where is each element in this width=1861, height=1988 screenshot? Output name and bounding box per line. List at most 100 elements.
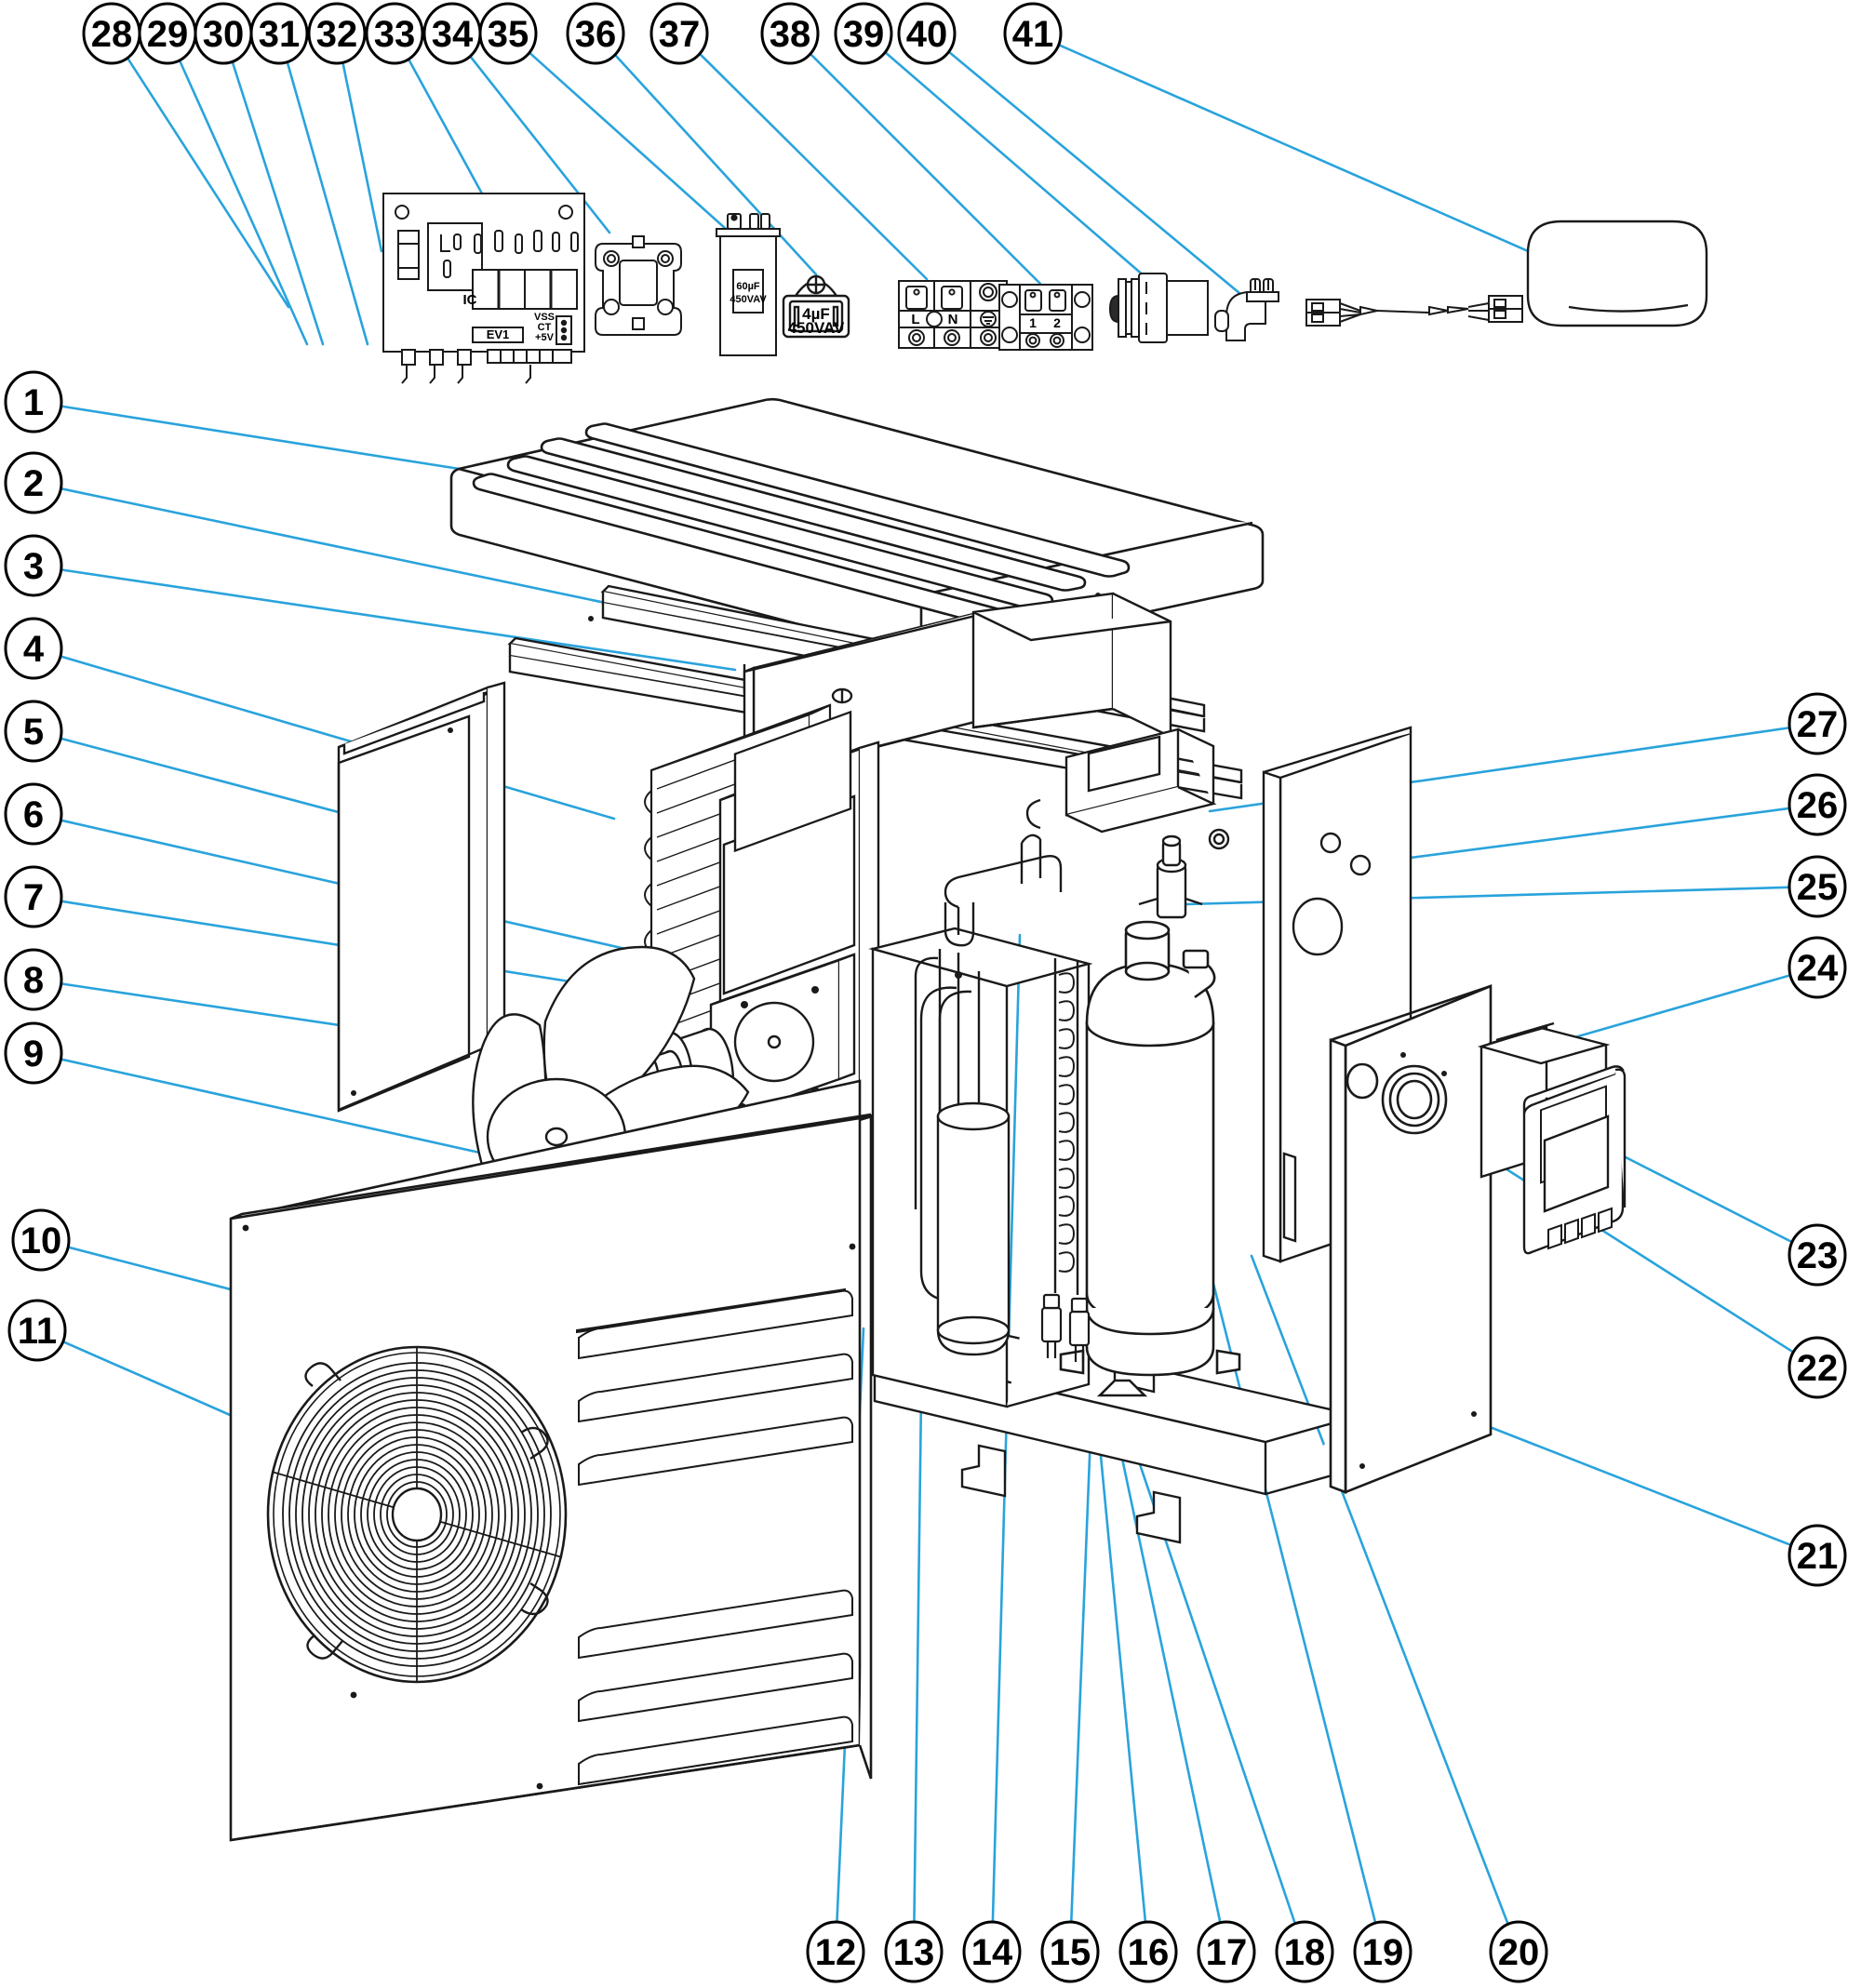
callout-ring-13 — [884, 1920, 944, 1983]
callout-3[interactable]: 3 — [4, 534, 63, 597]
leader-34 — [469, 55, 611, 234]
callout-label-9: 9 — [23, 1034, 44, 1074]
callout-label-16: 16 — [1128, 1932, 1170, 1973]
callout-9[interactable]: 9 — [4, 1021, 63, 1085]
callout-16[interactable]: 16 — [1118, 1920, 1178, 1983]
terminal-2-label: 2 — [1053, 315, 1061, 330]
callout-label-25: 25 — [1797, 867, 1839, 908]
callout-ring-11 — [7, 1299, 67, 1362]
callout-label-37: 37 — [659, 14, 701, 55]
leader-38 — [810, 53, 1042, 286]
callout-14[interactable]: 14 — [962, 1920, 1022, 1983]
callout-17[interactable]: 17 — [1197, 1920, 1256, 1983]
callout-ring-37 — [649, 2, 709, 65]
callout-21[interactable]: 21 — [1787, 1524, 1847, 1587]
part-top-cover-panel — [449, 397, 1265, 717]
pcb-ic-label: IC — [463, 292, 477, 308]
part-run-capacitor — [716, 213, 781, 356]
callout-10[interactable]: 10 — [11, 1208, 71, 1272]
callout-ring-3 — [4, 534, 63, 597]
callout-label-15: 15 — [1050, 1932, 1091, 1973]
callout-36[interactable]: 36 — [566, 2, 625, 65]
callout-22[interactable]: 22 — [1787, 1336, 1847, 1399]
leader-32 — [341, 61, 383, 253]
callout-29[interactable]: 29 — [138, 2, 197, 65]
callout-8[interactable]: 8 — [4, 948, 63, 1011]
callout-label-12: 12 — [815, 1932, 857, 1973]
callout-4[interactable]: 4 — [4, 617, 63, 680]
pcb-ct-label: CT — [538, 322, 552, 333]
callout-ring-8 — [4, 948, 63, 1011]
run-capacitor-value: 60µF — [736, 281, 760, 292]
callout-30[interactable]: 30 — [194, 2, 253, 65]
callout-32[interactable]: 32 — [307, 2, 367, 65]
part-side-panel-right — [1329, 984, 1493, 1494]
callout-18[interactable]: 18 — [1275, 1920, 1334, 1983]
callout-ring-2 — [4, 451, 63, 514]
part-compressor — [1059, 920, 1241, 1397]
callout-label-22: 22 — [1797, 1348, 1839, 1389]
callout-label-23: 23 — [1797, 1235, 1839, 1276]
callout-23[interactable]: 23 — [1787, 1223, 1847, 1287]
callout-28[interactable]: 28 — [82, 2, 141, 65]
callout-label-6: 6 — [23, 794, 44, 835]
callout-label-36: 36 — [575, 14, 617, 55]
callout-37[interactable]: 37 — [649, 2, 709, 65]
callout-19[interactable]: 19 — [1353, 1920, 1412, 1983]
leader-15 — [1069, 1361, 1095, 1923]
callout-38[interactable]: 38 — [760, 2, 820, 65]
callout-7[interactable]: 7 — [4, 865, 63, 928]
callout-label-20: 20 — [1498, 1932, 1540, 1973]
callout-ring-20 — [1489, 1920, 1548, 1983]
callout-25[interactable]: 25 — [1787, 855, 1847, 918]
callout-ring-36 — [566, 2, 625, 65]
callout-40[interactable]: 40 — [897, 2, 957, 65]
callout-12[interactable]: 12 — [806, 1920, 865, 1983]
callout-13[interactable]: 13 — [884, 1920, 944, 1983]
callout-41[interactable]: 41 — [1003, 2, 1063, 65]
part-front-panel — [229, 1079, 873, 1842]
callout-label-10: 10 — [20, 1221, 62, 1261]
callout-20[interactable]: 20 — [1489, 1920, 1548, 1983]
callout-label-24: 24 — [1797, 948, 1839, 989]
callout-label-31: 31 — [259, 14, 301, 55]
part-electrical-box-cover — [971, 592, 1172, 739]
callout-ring-12 — [806, 1920, 865, 1983]
callout-1[interactable]: 1 — [4, 370, 63, 434]
callout-2[interactable]: 2 — [4, 451, 63, 514]
callout-33[interactable]: 33 — [365, 2, 424, 65]
callout-label-34: 34 — [432, 14, 474, 55]
callout-31[interactable]: 31 — [249, 2, 309, 65]
leader-3 — [60, 568, 737, 672]
callout-15[interactable]: 15 — [1040, 1920, 1100, 1983]
callout-label-3: 3 — [23, 546, 44, 587]
callout-label-5: 5 — [23, 712, 44, 753]
callout-11[interactable]: 11 — [7, 1299, 67, 1362]
callout-6[interactable]: 6 — [4, 782, 63, 846]
callout-ring-40 — [897, 2, 957, 65]
callout-24[interactable]: 24 — [1787, 936, 1847, 999]
leader-39 — [884, 51, 1160, 290]
part-mains-terminal-block — [898, 280, 1008, 349]
leader-30 — [231, 60, 325, 346]
callout-26[interactable]: 26 — [1787, 773, 1847, 836]
part-two-pole-terminal-block — [998, 284, 1093, 351]
leader-2 — [60, 487, 616, 607]
leader-9 — [60, 1058, 486, 1155]
part-control-pcb — [382, 193, 585, 384]
leader-18 — [1115, 1394, 1296, 1925]
part-elbow-fitting — [1214, 278, 1279, 341]
callout-ring-32 — [307, 2, 367, 65]
callout-39[interactable]: 39 — [834, 2, 893, 65]
callout-35[interactable]: 35 — [478, 2, 538, 65]
callout-label-2: 2 — [23, 463, 44, 504]
callout-34[interactable]: 34 — [422, 2, 482, 65]
leader-17 — [1105, 1386, 1222, 1924]
part-gas-liquid-separator — [936, 1101, 1011, 1356]
callout-5[interactable]: 5 — [4, 700, 63, 763]
part-fan-capacitor — [782, 274, 850, 339]
leader-5 — [60, 737, 365, 821]
part-transformer-bracket — [595, 235, 682, 336]
callout-27[interactable]: 27 — [1787, 692, 1847, 755]
